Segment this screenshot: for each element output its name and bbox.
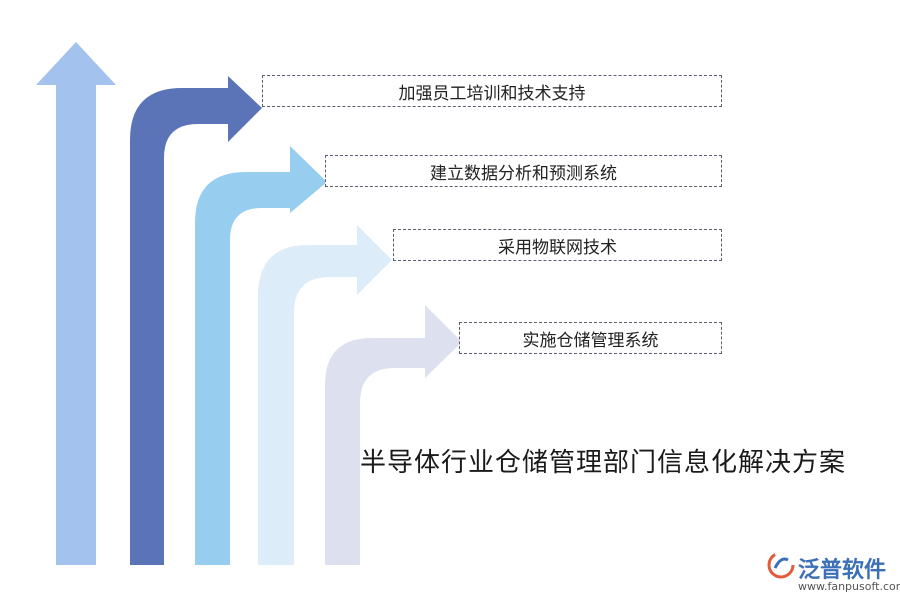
label-item-3: 采用物联网技术 [393,229,722,261]
bent-arrow-4 [325,305,462,565]
brand-logo: 泛普软件 www.fanpusoft.com [766,550,900,596]
label-item-2: 建立数据分析和预测系统 [325,155,722,187]
brand-name: 泛普软件 [798,558,887,583]
label-item-1-text: 加强员工培训和技术支持 [398,83,586,104]
bent-arrow-1 [130,76,262,565]
label-item-4: 实施仓储管理系统 [459,322,722,354]
brand-url: www.fanpusoft.com [798,580,900,593]
diagram-title: 半导体行业仓储管理部门信息化解决方案 [360,448,847,478]
label-item-2-text: 建立数据分析和预测系统 [430,163,617,184]
label-item-4-text: 实施仓储管理系统 [522,330,659,351]
label-item-3-text: 采用物联网技术 [498,237,617,258]
bent-arrow-2 [195,146,327,565]
label-item-1: 加强员工培训和技术支持 [262,75,722,107]
brand-logo-icon [767,551,795,579]
straight-up-arrow [36,42,116,565]
bent-arrow-3 [258,225,392,565]
